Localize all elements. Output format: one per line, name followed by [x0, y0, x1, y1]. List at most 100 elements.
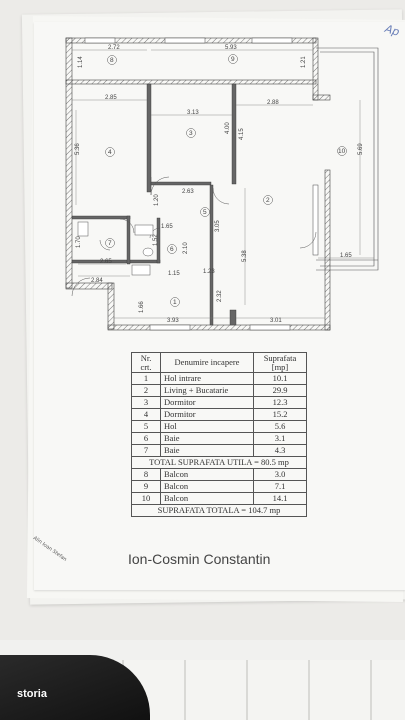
row-nr: 1 — [131, 372, 161, 385]
dim-label: 1.65 — [340, 253, 352, 259]
row-area: 5.6 — [253, 420, 307, 433]
row-name: Hol — [160, 420, 254, 433]
dim-label: 5.38 — [242, 250, 248, 262]
table-row: 1 Hol intrare 10.1 — [131, 372, 307, 385]
row-name: Balcon — [160, 480, 254, 493]
row-nr: 4 — [131, 408, 161, 421]
table-row: 2 Living + Bucatarie 29.9 — [131, 384, 307, 397]
room-number: 1 — [173, 299, 177, 306]
row-name: Dormitor — [160, 408, 254, 421]
author-signature: Ion-Cosmin Constantin — [128, 551, 271, 567]
dim-label: 1.15 — [168, 271, 180, 277]
dim-label: 3.05 — [215, 220, 221, 232]
row-nr: 6 — [131, 432, 161, 445]
room-number: 9 — [231, 56, 235, 63]
dim-label: 1.66 — [139, 301, 145, 313]
dim-label: 4.15 — [239, 128, 245, 140]
header-denumire: Denumire incapere — [160, 352, 254, 373]
table-row: 8 Balcon 3.0 — [131, 468, 307, 481]
dim-label: 1.70 — [76, 236, 82, 248]
room-markers — [105, 54, 347, 307]
dim-label: 4.00 — [225, 122, 231, 134]
dim-label: 3.93 — [167, 318, 179, 324]
room-number: 10 — [338, 148, 346, 155]
row-area: 14.1 — [253, 492, 307, 505]
row-name: Balcon — [160, 492, 254, 505]
dim-label: 2.88 — [267, 100, 279, 106]
row-name: Balcon — [160, 468, 254, 481]
table-row: 5 Hol 5.6 — [131, 420, 307, 433]
header-nr: Nr. crt. — [131, 352, 161, 373]
dim-label: 2.65 — [100, 259, 112, 265]
balcony-10-outline — [316, 47, 379, 271]
table-row: 6 Baie 3.1 — [131, 432, 307, 445]
row-name: Hol intrare — [160, 372, 254, 385]
row-area: 15.2 — [253, 408, 307, 421]
windows — [84, 37, 319, 331]
dim-label: 3.01 — [270, 318, 282, 324]
room-number: 5 — [203, 209, 207, 216]
room-number: 2 — [266, 197, 270, 204]
dim-label: 2.85 — [105, 95, 117, 101]
table-header-row: Nr. crt. Denumire incapere Suprafata [mp… — [131, 352, 307, 373]
dim-label: 1.23 — [203, 269, 215, 275]
dimension-labels: 2.72 5.93 1.14 1.21 2.85 3.13 2.88 5.36 … — [75, 45, 364, 324]
row-area: 3.1 — [253, 432, 307, 445]
dim-label: 2.72 — [108, 45, 120, 51]
dark-object — [0, 655, 150, 720]
dim-label: 2.32 — [217, 290, 223, 302]
table-row: 7 Baie 4.3 — [131, 444, 307, 457]
door-swings — [71, 176, 317, 297]
row-area: 7.1 — [253, 480, 307, 493]
dim-label: 5.36 — [75, 143, 81, 155]
dim-label: 1.21 — [301, 56, 307, 68]
row-nr: 5 — [131, 420, 161, 433]
total-suprafata: SUPRAFATA TOTALA = 104.7 mp — [131, 504, 307, 517]
row-nr: 8 — [131, 468, 161, 481]
dim-label: 1.14 — [78, 56, 84, 68]
row-nr: 7 — [131, 444, 161, 457]
dim-label: 1.65 — [161, 224, 173, 230]
row-name: Baie — [160, 444, 254, 457]
floor-plan-drawing: 2.72 5.93 1.14 1.21 2.85 3.13 2.88 5.36 … — [65, 37, 379, 331]
row-area: 10.1 — [253, 372, 307, 385]
room-number: 4 — [108, 149, 112, 156]
table-row: 3 Dormitor 12.3 — [131, 396, 307, 409]
room-number: 8 — [110, 57, 114, 64]
table-row: 9 Balcon 7.1 — [131, 480, 307, 493]
row-area: 4.3 — [253, 444, 307, 457]
dim-label: 1.52 — [153, 234, 159, 246]
row-area: 29.9 — [253, 384, 307, 397]
room-numbers: 8 9 4 3 10 2 5 7 6 1 — [108, 56, 346, 306]
table-row: 10 Balcon 14.1 — [131, 492, 307, 505]
row-nr: 10 — [131, 492, 161, 505]
storia-watermark: storia — [17, 688, 47, 700]
bath-fixtures — [77, 221, 154, 276]
row-name: Dormitor — [160, 396, 254, 409]
row-nr: 3 — [131, 396, 161, 409]
header-suprafata: Suprafata [mp] — [253, 352, 307, 373]
room-number: 7 — [108, 240, 112, 247]
row-name: Living + Bucatarie — [160, 384, 254, 397]
row-area: 12.3 — [253, 396, 307, 409]
row-nr: 9 — [131, 480, 161, 493]
dim-label: 5.69 — [358, 143, 364, 155]
dim-label: 2.84 — [91, 278, 103, 284]
room-number: 3 — [189, 130, 193, 137]
total-utila-row: TOTAL SUPRAFATA UTILA = 80.5 mp — [131, 456, 307, 469]
total-row: SUPRAFATA TOTALA = 104.7 mp — [131, 504, 307, 517]
row-nr: 2 — [131, 384, 161, 397]
dim-label: 2.10 — [183, 242, 189, 254]
dimension-lines — [72, 49, 374, 319]
table-row: 4 Dormitor 15.2 — [131, 408, 307, 421]
dim-label: 5.93 — [225, 45, 237, 51]
total-utila: TOTAL SUPRAFATA UTILA = 80.5 mp — [131, 456, 307, 469]
room-number: 6 — [170, 246, 174, 253]
interior-walls — [71, 83, 237, 326]
room-area-table: Nr. crt. Denumire incapere Suprafata [mp… — [131, 352, 307, 517]
dim-label: 2.63 — [182, 189, 194, 195]
dim-label: 1.20 — [154, 194, 160, 206]
row-name: Baie — [160, 432, 254, 445]
dim-label: 3.13 — [187, 110, 199, 116]
row-area: 3.0 — [253, 468, 307, 481]
